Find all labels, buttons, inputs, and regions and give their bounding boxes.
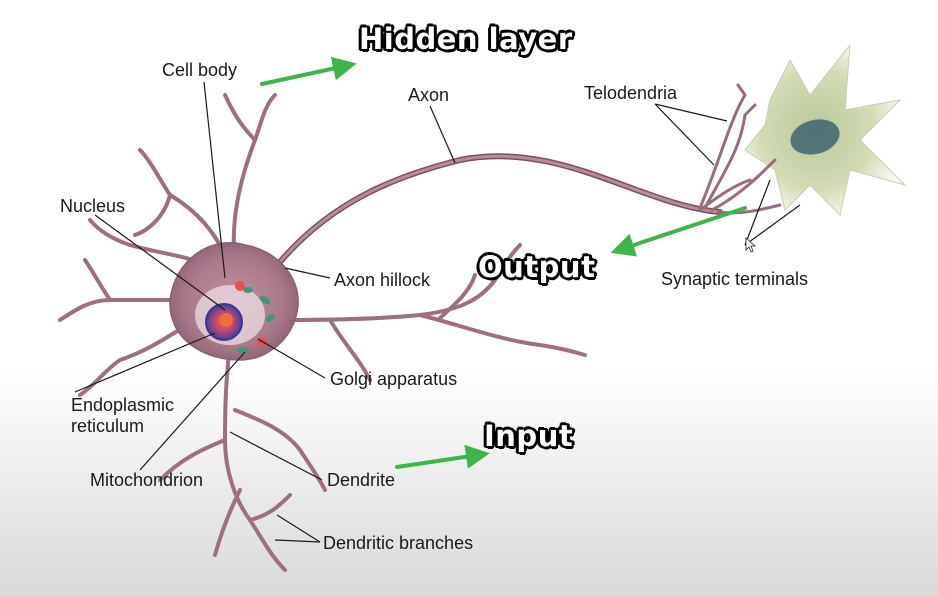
nucleus-label: Nucleus <box>60 196 126 216</box>
green-arrows <box>260 56 747 469</box>
hidden-layer-arrow <box>260 56 357 86</box>
mouse-pointer-icon <box>745 237 757 253</box>
golgi-apparatus-label: Golgi apparatus <box>330 369 458 389</box>
input-arrow <box>395 444 490 469</box>
axon-label: Axon <box>408 85 450 105</box>
dendrites <box>58 93 587 572</box>
output-arrow <box>610 206 747 257</box>
telodendria-label: Telodendria <box>584 83 678 103</box>
dendrite-label: Dendrite <box>327 470 396 490</box>
output-callout: Output <box>478 250 596 284</box>
axon <box>272 83 782 271</box>
dendritic-branches-label: Dendritic branches <box>323 533 474 553</box>
leader-lines <box>74 81 801 543</box>
endoplasmic-reticulum-label-line2: reticulum <box>71 416 145 436</box>
hidden-layer-callout: Hidden layer <box>359 22 573 56</box>
synaptic-terminals-label: Synaptic terminals <box>661 269 809 289</box>
input-callout: Input <box>484 419 574 453</box>
cell-body-label: Cell body <box>162 60 238 80</box>
endoplasmic-reticulum-label-line1: Endoplasmic <box>71 395 175 415</box>
cell-body <box>169 242 299 361</box>
axon-hillock-label: Axon hillock <box>334 270 431 290</box>
mitochondrion-label: Mitochondrion <box>90 470 204 490</box>
target-cell <box>744 43 907 216</box>
